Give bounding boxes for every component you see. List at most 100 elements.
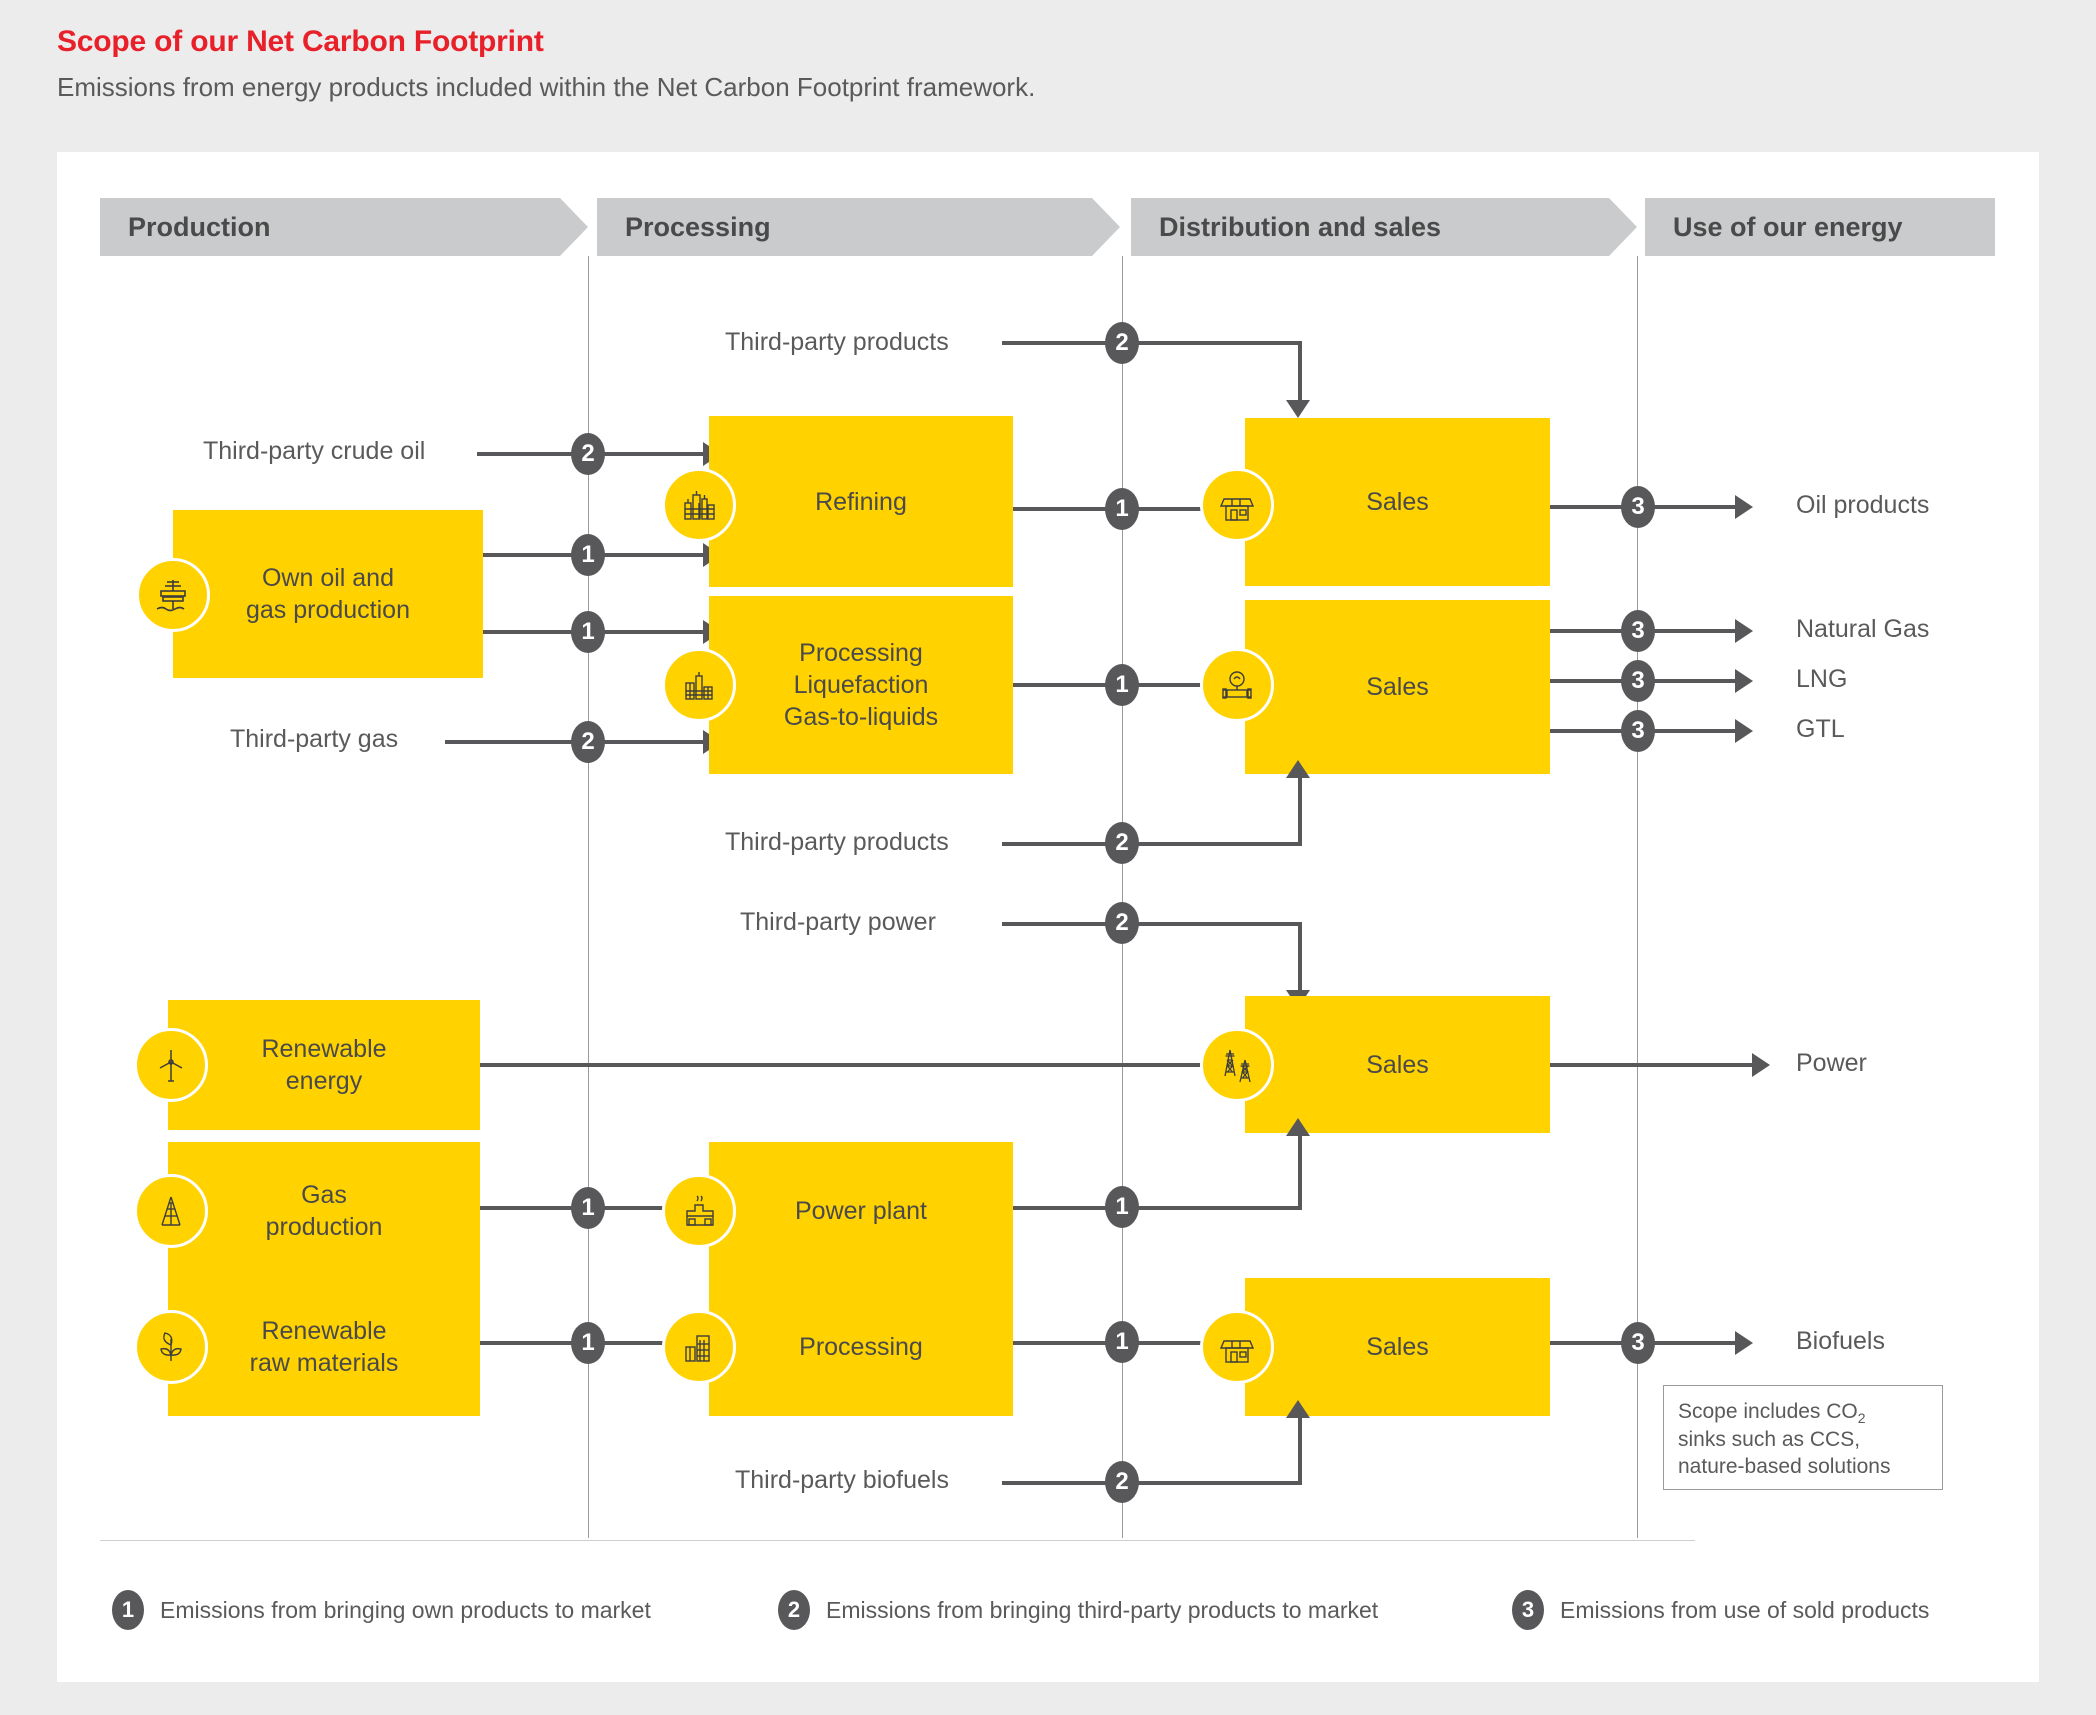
gas-meter-icon — [1200, 648, 1274, 722]
power-plant-icon — [662, 1174, 736, 1248]
label-third-party-gas: Third-party gas — [230, 725, 399, 753]
node-sales-oil[interactable]: Sales — [1245, 418, 1550, 586]
lng-plant-icon — [662, 648, 736, 722]
banner-notch-icon — [1609, 198, 1637, 256]
line-tpp-mid-rise — [1298, 776, 1302, 844]
arrowhead-right-icon — [1735, 619, 1753, 643]
output-label-oil-products: Oil products — [1796, 491, 1930, 519]
arrowhead-up-icon — [1286, 1400, 1310, 1418]
processing-plant-icon — [662, 1310, 736, 1384]
arrowhead-down-icon — [1286, 400, 1310, 418]
output-label-biofuels: Biofuels — [1796, 1327, 1885, 1355]
arrowhead-right-icon — [1735, 495, 1753, 519]
page-title: Scope of our Net Carbon Footprint — [57, 25, 544, 58]
output-label-gtl: GTL — [1796, 715, 1845, 743]
legend-text-2: Emissions from bringing third-party prod… — [826, 1596, 1379, 1623]
arrowhead-right-icon — [1735, 719, 1753, 743]
legend-badge-1: 1 — [112, 1590, 144, 1630]
arrowhead-right-icon — [1735, 669, 1753, 693]
node-label-refining: Refining — [815, 487, 907, 516]
node-sales-gas[interactable]: Sales — [1245, 600, 1550, 774]
stage-divider-1 — [588, 256, 589, 1538]
stage-banner-use: Use of our energy — [1645, 198, 1995, 256]
scope-note-line2: sinks such as CCS, — [1678, 1427, 1861, 1451]
line-tpp-top-drop — [1298, 341, 1302, 406]
legend-item-2: 2 Emissions from bringing third-party pr… — [778, 1590, 1378, 1630]
badge-3: 3 — [1621, 1322, 1655, 1364]
output-label-power: Power — [1796, 1049, 1867, 1077]
node-label-sales-oil: Sales — [1366, 488, 1429, 516]
badge-1: 1 — [571, 534, 605, 576]
page-subtitle: Emissions from energy products included … — [57, 72, 1036, 102]
node-label-sales-power: Sales — [1366, 1050, 1429, 1079]
legend-text-3: Emissions from use of sold products — [1560, 1596, 1930, 1623]
legend-text-1: Emissions from bringing own products to … — [160, 1596, 651, 1623]
legend-divider — [100, 1540, 1695, 1541]
legend-item-3: 3 Emissions from use of sold products — [1512, 1590, 1929, 1630]
line-renewable-to-power-sales — [480, 1063, 1222, 1067]
node-bio-processing[interactable]: Processing — [709, 1278, 1013, 1416]
retail-store-icon — [1200, 468, 1274, 542]
banner-notch-icon — [1092, 198, 1120, 256]
retail-store-icon — [1200, 1310, 1274, 1384]
legend-item-1: 1 Emissions from bringing own products t… — [112, 1590, 651, 1630]
badge-1: 1 — [1105, 664, 1139, 706]
badge-3: 3 — [1621, 610, 1655, 652]
scope-note-line3: nature-based solutions — [1678, 1455, 1891, 1479]
arrowhead-up-icon — [1286, 1118, 1310, 1136]
node-power-plant[interactable]: Power plant — [709, 1142, 1013, 1280]
badge-2: 2 — [1105, 1461, 1139, 1503]
node-label-bio-processing: Processing — [799, 1333, 923, 1361]
stage-banner-distribution: Distribution and sales — [1131, 198, 1637, 256]
badge-2: 2 — [1105, 822, 1139, 864]
badge-2: 2 — [1105, 322, 1139, 364]
banner-notch-icon — [560, 198, 588, 256]
badge-1: 1 — [1105, 488, 1139, 530]
badge-1: 1 — [571, 1187, 605, 1229]
badge-1: 1 — [571, 611, 605, 653]
pylon-icon — [1200, 1028, 1274, 1102]
badge-2: 2 — [571, 433, 605, 475]
gas-derrick-icon — [134, 1174, 208, 1248]
stage-banner-production: Production — [100, 198, 588, 256]
stage-divider-2 — [1122, 256, 1123, 1538]
stage-divider-3 — [1637, 256, 1638, 1538]
line-tp-biofuels-rise — [1298, 1416, 1302, 1483]
scope-note-line1: Scope includes CO2 — [1678, 1400, 1866, 1426]
line-powerplant-rise — [1298, 1133, 1302, 1208]
badge-1: 1 — [1105, 1186, 1139, 1228]
stage-label-distribution: Distribution and sales — [1159, 211, 1442, 242]
node-sales-bio[interactable]: Sales — [1245, 1278, 1550, 1416]
label-third-party-crude-oil: Third-party crude oil — [203, 437, 426, 465]
line-tp-biofuels — [1002, 1481, 1302, 1485]
badge-2: 2 — [1105, 902, 1139, 944]
output-label-lng: LNG — [1796, 665, 1848, 693]
diagram-card — [57, 152, 2039, 1682]
legend-badge-3: 3 — [1512, 1590, 1544, 1630]
line-tpp-top — [1002, 341, 1302, 345]
oil-platform-icon — [136, 558, 210, 632]
line-out-power — [1550, 1063, 1760, 1067]
arrowhead-right-icon — [1735, 1331, 1753, 1355]
node-sales-power[interactable]: Sales — [1245, 996, 1550, 1133]
node-label-sales-gas: Sales — [1366, 673, 1429, 701]
badge-3: 3 — [1621, 710, 1655, 752]
leaf-plant-icon — [134, 1310, 208, 1384]
stage-label-use: Use of our energy — [1673, 211, 1903, 242]
line-powerplant-to-sales — [1013, 1206, 1302, 1210]
badge-2: 2 — [571, 721, 605, 763]
node-refining[interactable]: Refining — [709, 416, 1013, 587]
wind-turbine-icon — [134, 1028, 208, 1102]
badge-1: 1 — [1105, 1321, 1139, 1363]
label-third-party-products-mid: Third-party products — [725, 828, 949, 856]
